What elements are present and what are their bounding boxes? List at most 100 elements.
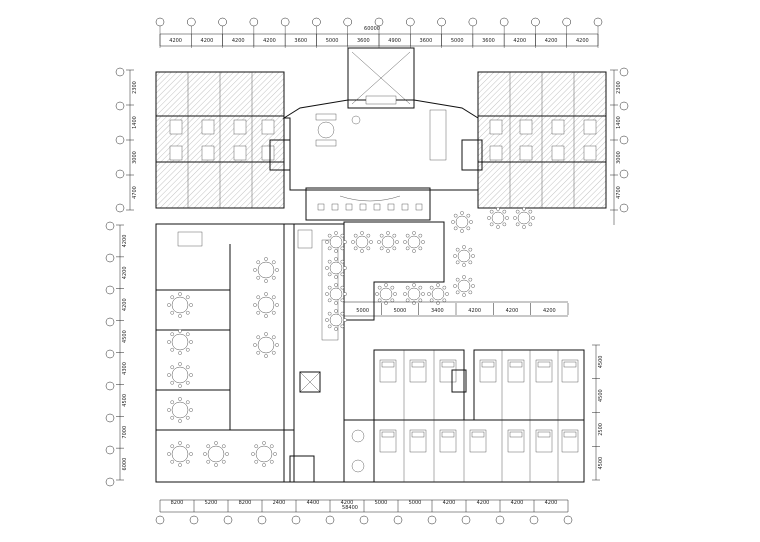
mid-dimension-label: 5000 xyxy=(356,308,369,314)
chair xyxy=(256,295,260,299)
top-dimension-label: 3600 xyxy=(482,38,495,44)
chair xyxy=(170,348,174,352)
axis-circle xyxy=(115,203,125,213)
chair xyxy=(468,277,473,282)
chair xyxy=(170,400,174,404)
chair xyxy=(427,292,431,296)
axis-circle xyxy=(257,515,267,525)
chair xyxy=(189,408,193,412)
bottom-dimension-label: 5000 xyxy=(409,500,422,506)
chair xyxy=(468,290,473,295)
axis-circle xyxy=(406,17,415,27)
chair xyxy=(460,211,464,215)
chair xyxy=(531,216,535,220)
chair xyxy=(334,257,338,261)
chair xyxy=(462,245,466,249)
chair xyxy=(170,332,174,336)
pillow xyxy=(509,361,523,368)
chair xyxy=(275,303,279,307)
chair xyxy=(222,444,226,448)
chair xyxy=(264,279,268,283)
pillow xyxy=(381,431,395,438)
right-dimension-label: 4500 xyxy=(598,389,604,402)
chair xyxy=(334,231,338,235)
chair xyxy=(360,231,364,235)
lounge-seat xyxy=(373,203,381,211)
axis-circle xyxy=(343,17,352,27)
chair xyxy=(251,452,255,456)
axis-circle xyxy=(325,515,335,525)
chair xyxy=(471,254,475,258)
round-table xyxy=(491,211,505,225)
chair xyxy=(206,444,210,448)
axis-circle xyxy=(115,67,125,77)
bottom-dimension-label: 4200 xyxy=(477,500,490,506)
round-table xyxy=(329,235,343,249)
chair xyxy=(325,240,329,244)
chair xyxy=(262,441,266,445)
chair xyxy=(343,266,347,270)
round-table xyxy=(171,401,189,419)
chair xyxy=(334,249,338,253)
round-table xyxy=(355,235,369,249)
left-dimension-label: 2300 xyxy=(132,81,138,94)
axis-circle xyxy=(249,17,259,27)
chair xyxy=(167,408,171,412)
chair xyxy=(418,298,423,303)
axis-circle xyxy=(280,17,290,27)
chair xyxy=(272,295,276,299)
chair xyxy=(353,233,358,238)
chair xyxy=(471,284,475,288)
left-dimension-label: 4700 xyxy=(132,186,138,199)
chair xyxy=(256,276,260,280)
chair xyxy=(170,416,174,420)
chair xyxy=(327,272,332,277)
chair xyxy=(528,209,533,214)
chair xyxy=(264,314,268,318)
pillow xyxy=(441,431,455,438)
chair xyxy=(451,220,455,224)
chair xyxy=(462,275,466,279)
round-table xyxy=(455,215,469,229)
chair xyxy=(254,444,258,448)
axis-circle xyxy=(593,17,603,27)
chair xyxy=(272,276,276,280)
dining-tables xyxy=(167,257,279,467)
chair xyxy=(253,268,257,272)
chair xyxy=(178,351,182,355)
axis-circle xyxy=(619,203,629,213)
round-table xyxy=(379,287,393,301)
bottom-total-dimension: 58400 xyxy=(342,505,358,511)
chair xyxy=(256,260,260,264)
round-table xyxy=(255,445,273,463)
axis-circle xyxy=(105,317,115,327)
mid-dimension-label: 4200 xyxy=(468,308,481,314)
chair xyxy=(170,365,174,369)
chair xyxy=(360,249,364,253)
lounge-seat xyxy=(331,203,339,211)
axis-circle xyxy=(427,515,437,525)
axis-circle xyxy=(115,101,125,111)
chair xyxy=(334,275,338,279)
chair xyxy=(186,332,190,336)
round-table xyxy=(171,333,189,351)
axis-circle xyxy=(495,515,505,525)
chair xyxy=(343,318,347,322)
chair xyxy=(325,266,329,270)
axis-circle xyxy=(187,17,196,27)
right-dimension-label: 2300 xyxy=(616,81,622,94)
left-dimension-label: 4300 xyxy=(122,362,128,375)
chair xyxy=(327,259,332,264)
pillow xyxy=(537,431,551,438)
chair xyxy=(334,327,338,331)
chair xyxy=(453,226,458,231)
axis-circle xyxy=(437,17,446,27)
lounge-seat xyxy=(415,203,423,211)
chair xyxy=(186,444,190,448)
chair xyxy=(272,311,276,315)
bottom-dimension-label: 4400 xyxy=(307,500,320,506)
chair xyxy=(455,247,460,252)
bottom-dimension-label: 2400 xyxy=(273,500,286,506)
chair xyxy=(418,285,423,290)
